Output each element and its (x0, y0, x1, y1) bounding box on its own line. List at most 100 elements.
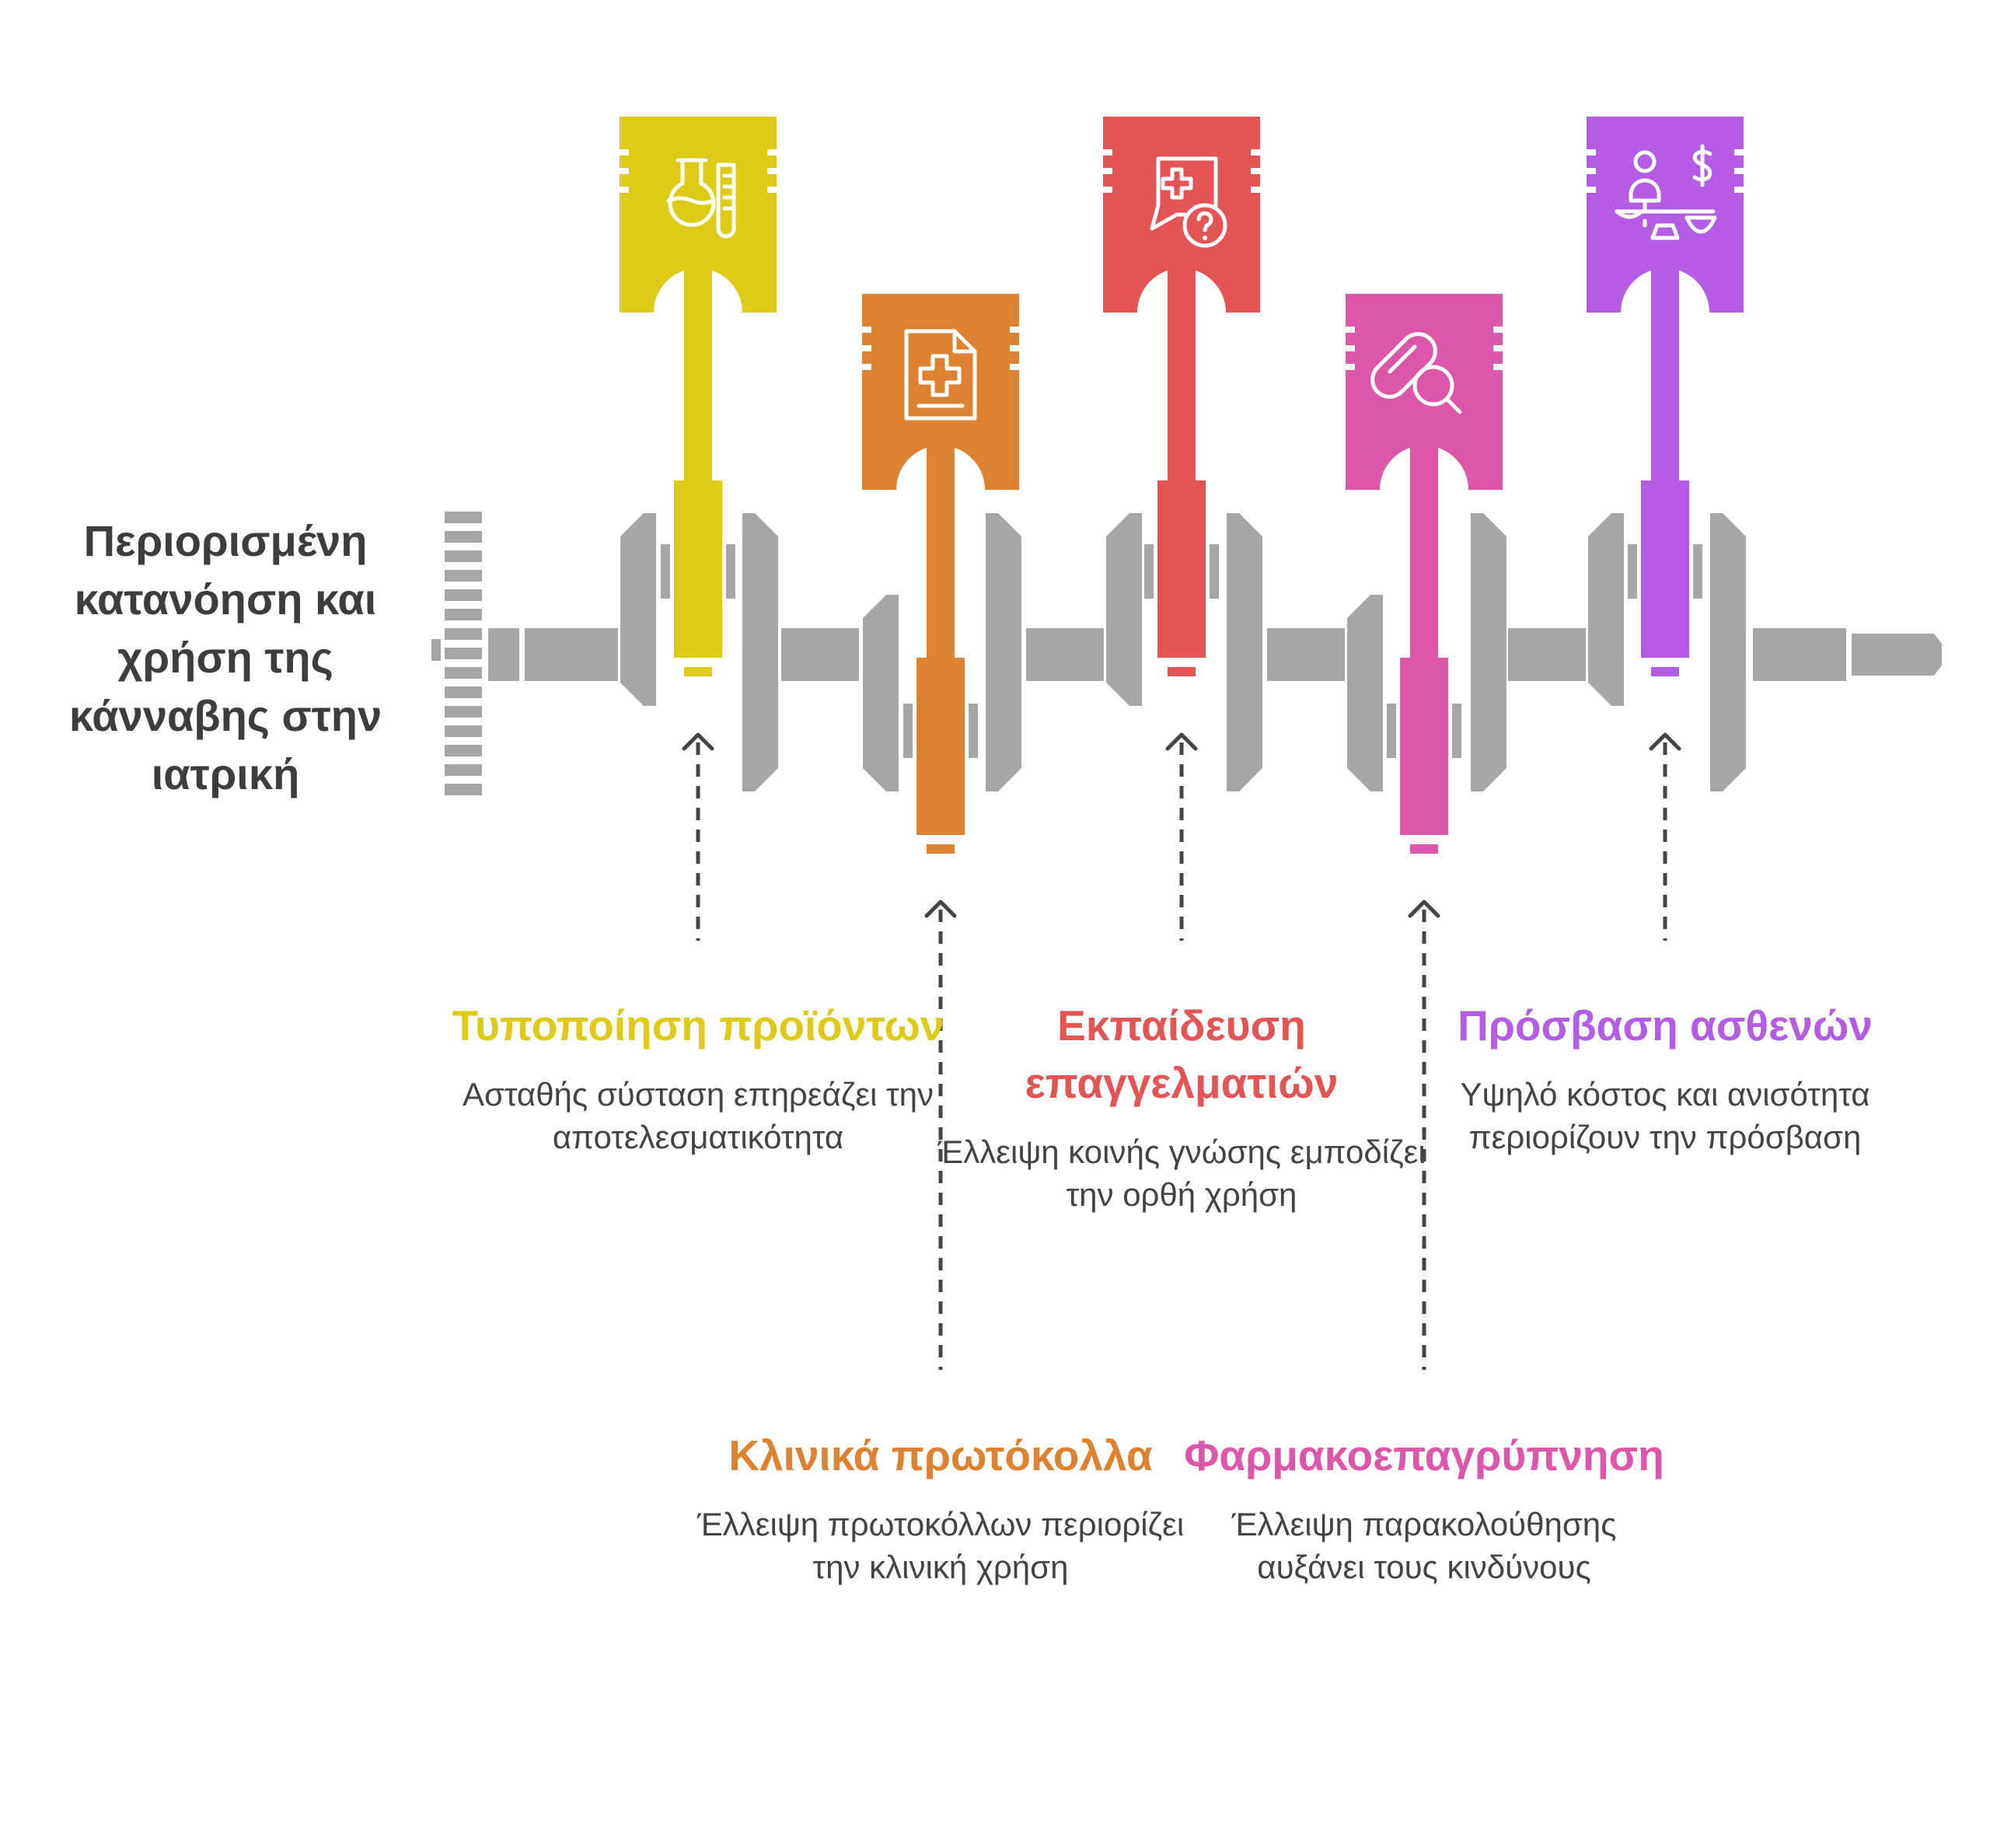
piston-groove (861, 345, 871, 351)
label-description: Έλλειψη κοινής γνώσης εμποδίζει την ορθή… (937, 1134, 1426, 1213)
gear-tooth (445, 725, 482, 737)
gear-tooth (445, 764, 482, 776)
icon-dot (1203, 236, 1207, 240)
icon-stroke (1685, 215, 1717, 234)
label-description: Υψηλό κόστος και ανισότητα περιορίζουν τ… (1460, 1076, 1870, 1155)
piston-groove (1010, 327, 1020, 333)
piston-purple (1586, 117, 1744, 676)
icon-stroke (1161, 167, 1193, 200)
icon-stroke (668, 158, 716, 227)
icon-stroke (1629, 178, 1661, 203)
piston-groove (619, 187, 629, 193)
gear-nub (431, 639, 441, 661)
piston-groove (1102, 168, 1112, 174)
shaft-end (1852, 634, 1942, 676)
icon-stroke (1182, 203, 1227, 248)
label-product-standardization: Τυποποίηση προϊόντων Ασταθής σύσταση επη… (449, 997, 947, 1158)
piston-head (620, 117, 777, 313)
gear (431, 512, 482, 795)
icon-stroke (722, 173, 736, 211)
pin-collar (726, 544, 735, 599)
piston-groove (861, 327, 871, 333)
shaft-segment (1753, 628, 1846, 681)
connecting-rod (1410, 442, 1438, 658)
label-heading: Τυποποίηση προϊόντων (452, 1001, 944, 1050)
shaft-segment (1508, 628, 1586, 681)
label-patient-access: Πρόσβαση ασθενών Υψηλό κόστος και ανισότ… (1416, 997, 1914, 1158)
shaft-segment (488, 628, 519, 681)
shaft-segment (781, 628, 859, 681)
gear-tooth (445, 667, 482, 679)
piston-groove (1345, 327, 1355, 333)
piston-groove (1102, 187, 1112, 193)
piston-groove (1251, 187, 1261, 193)
crank-web (863, 595, 899, 791)
medical-question-icon (1150, 156, 1227, 248)
label-heading: Εκπαίδευση επαγγελματιών (1025, 1001, 1339, 1107)
label-description: Έλλειψη πρωτοκόλλων περιορίζει την κλινι… (696, 1506, 1185, 1585)
pin-collar (969, 704, 978, 758)
gear-tooth (445, 512, 482, 523)
crank-web (986, 513, 1021, 791)
flask-icon (666, 158, 736, 239)
icon-stroke (1692, 144, 1712, 187)
piston-groove (1493, 364, 1503, 370)
rod-big-end (1400, 658, 1448, 835)
rod-cap (684, 667, 712, 676)
diagram-title: Περιορισμένη κατανόηση και χρήση της κάν… (68, 516, 382, 798)
gear-tooth (445, 531, 482, 543)
label-professional-training: Εκπαίδευση επαγγελματιών Έλλειψη κοινής … (933, 997, 1430, 1216)
piston-groove (1734, 168, 1744, 174)
piston-groove (1493, 327, 1503, 333)
rod-big-end (1157, 480, 1206, 658)
arrow-head (1408, 900, 1440, 918)
dashed-arrow (1408, 900, 1440, 1370)
piston-groove (1251, 149, 1261, 155)
pin-collar (1387, 704, 1396, 758)
label-heading: Φαρμακοεπαγρύπνηση (1184, 1431, 1664, 1479)
piston-groove (1251, 168, 1261, 174)
piston-groove (1010, 364, 1020, 370)
icon-stroke (918, 354, 962, 397)
pin-collar (1693, 544, 1702, 599)
piston-pink (1345, 294, 1503, 854)
arrow-head (1649, 732, 1681, 751)
gear-tooth (445, 784, 482, 795)
gear-tooth (445, 550, 482, 562)
gear-tooth (445, 570, 482, 582)
gear-tooth (445, 628, 482, 640)
piston-groove (619, 168, 629, 174)
piston-groove (1345, 364, 1355, 370)
piston-red (1102, 117, 1261, 676)
piston-groove (1586, 187, 1596, 193)
crank-web (1588, 513, 1624, 706)
rod-big-end (916, 658, 965, 835)
connecting-rod (1651, 264, 1679, 480)
icon-stroke (1615, 209, 1644, 219)
icon-stroke (666, 196, 716, 205)
crank-web (1347, 595, 1383, 791)
label-heading: Πρόσβαση ασθενών (1458, 1001, 1873, 1050)
medical-document-icon (904, 329, 977, 421)
label-description: Έλλειψη παρακολούθησης αυξάνει τους κινδ… (1231, 1506, 1617, 1585)
piston-groove (1345, 345, 1355, 351)
rod-cap (927, 844, 955, 854)
piston-groove (1493, 345, 1503, 351)
gear-tooth (445, 686, 482, 698)
arrow-head (682, 732, 714, 751)
piston-yellow (619, 117, 777, 676)
piston-groove (767, 168, 777, 174)
pin-collar (1628, 544, 1637, 599)
icon-stroke (1633, 150, 1657, 173)
shaft-segment (525, 628, 618, 681)
pin-collar (1210, 544, 1219, 599)
shaft-segment (1267, 628, 1345, 681)
pin-collar (1452, 704, 1461, 758)
gear-tooth (445, 648, 482, 659)
crank-web (1227, 513, 1262, 791)
piston-groove (1010, 345, 1020, 351)
rod-big-end (674, 480, 722, 658)
label-pharmacovigilance: Φαρμακοεπαγρύπνηση Έλλειψη παρακολούθηση… (1175, 1427, 1673, 1588)
piston-groove (1586, 168, 1596, 174)
